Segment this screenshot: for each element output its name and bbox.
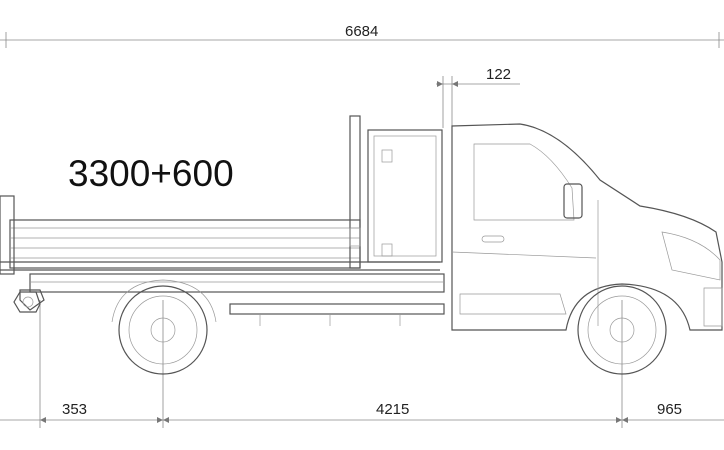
- rear-wheel: [111, 279, 217, 375]
- front-overhang-label: 965: [657, 401, 682, 418]
- overall-length-dimension: 6684: [0, 23, 724, 48]
- cab-gap-dimension: 122: [436, 66, 520, 128]
- rear-overhang-label: 353: [62, 401, 87, 418]
- cab-gap-label: 122: [486, 66, 511, 83]
- tow-hitch: [13, 291, 41, 313]
- tipper-body: [0, 115, 440, 275]
- chassis-frame: [19, 273, 445, 326]
- overall-length-label: 6684: [345, 23, 378, 40]
- body-length-label: 3300+600: [68, 153, 234, 194]
- cab: [451, 123, 723, 331]
- front-wheel: [577, 285, 667, 375]
- bottom-dimensions: 353 4215 965: [0, 300, 724, 428]
- wheelbase-label: 4215: [376, 401, 409, 418]
- tool-box: [367, 129, 443, 263]
